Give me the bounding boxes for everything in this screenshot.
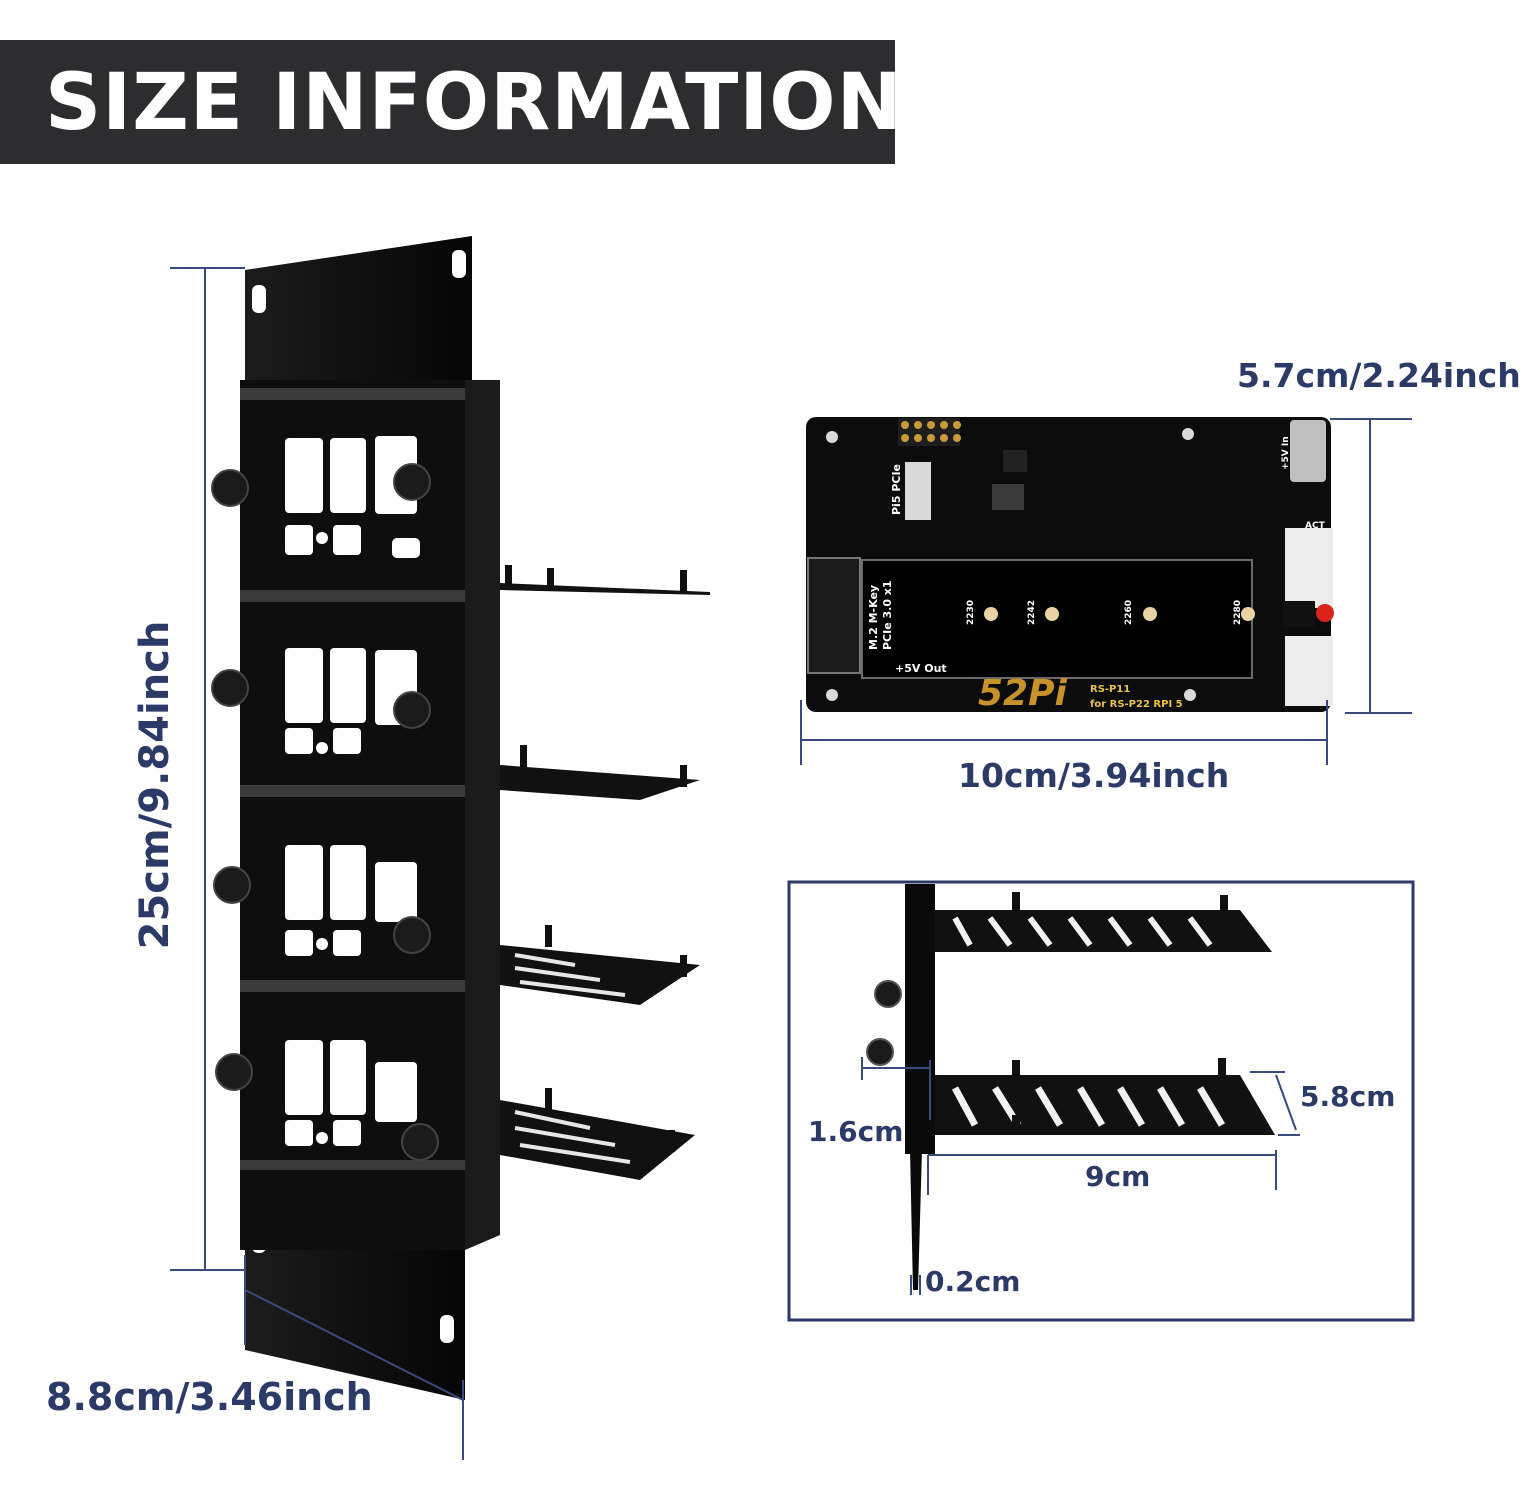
- board-width-label: 10cm/3.94inch: [958, 756, 1230, 795]
- rack-dimension-lines: [170, 267, 464, 1460]
- pcb-silkscreen: 52Pi RS-P11 for RS-P22 RPI 5 +5V Out M.2…: [867, 436, 1326, 714]
- shelf-2: [500, 765, 700, 800]
- mount-hole-icon: [826, 431, 838, 443]
- detail-frame: [787, 880, 1415, 1322]
- gpio-header: [898, 418, 961, 446]
- board-dimension-lines: [800, 418, 1412, 765]
- inductor: [992, 484, 1024, 510]
- jst-connector: [1285, 636, 1333, 706]
- header-banner: [0, 40, 895, 164]
- detail-box: [787, 880, 1415, 1322]
- bracket-top-ear: [245, 236, 472, 395]
- screw-icon: [393, 691, 431, 729]
- m2-card-area: [861, 559, 1253, 679]
- board-height-label: 5.7cm/2.24inch: [1237, 356, 1521, 395]
- pcie-ffc-connector: [905, 462, 931, 520]
- detail-lower-shelf: [935, 1075, 1275, 1135]
- detail-plate-edge: [910, 1150, 922, 1290]
- pcb-size-2260: 2260: [1124, 600, 1134, 625]
- standoff-hole-2280-icon: [1241, 607, 1255, 621]
- standoff-hole-2230-icon: [984, 607, 998, 621]
- standoff-hole-2242-icon: [1045, 607, 1059, 621]
- standoff-hole-2260-icon: [1143, 607, 1157, 621]
- detail-upper-shelf: [935, 910, 1272, 952]
- pcb-size-2280: 2280: [1233, 600, 1243, 625]
- screw-icon: [393, 463, 431, 501]
- shelf-width-label: 5.8cm: [1300, 1080, 1396, 1113]
- mount-hole-icon: [1182, 428, 1194, 440]
- pcb-act: ACT: [1305, 521, 1326, 531]
- ear-slot-icon: [440, 1315, 454, 1343]
- pcb-size-2242: 2242: [1027, 600, 1037, 625]
- usb-c-port: [1290, 420, 1326, 482]
- screw-icon: [874, 980, 902, 1008]
- pcb-slot-label: M.2 M-Key: [867, 585, 880, 650]
- shelf-length-label: 9cm: [1085, 1160, 1151, 1193]
- pcb-size-2230: 2230: [966, 600, 976, 625]
- shelf-gap-label: 1.6cm: [808, 1115, 904, 1148]
- pcb-compat: for RS-P22 RPI 5: [1090, 699, 1183, 710]
- pcb-pcie-label: Pi5 PCIe: [890, 464, 903, 515]
- pcb-brand: 52Pi: [978, 673, 1067, 714]
- pcb-power-in: +5V In: [1281, 436, 1291, 470]
- screw-icon: [215, 1053, 253, 1091]
- pcb-power-out: +5V Out: [895, 662, 947, 675]
- screw-icon: [401, 1123, 439, 1161]
- pcb-slot-sub: PCIe 3.0 x1: [881, 580, 894, 650]
- bracket-side-rail: [465, 380, 500, 1250]
- pcb-model: RS-P11: [1090, 684, 1130, 695]
- screw-icon: [211, 469, 249, 507]
- screw-icon: [213, 866, 251, 904]
- bay-3-cutouts: [285, 845, 417, 956]
- ic-chip: [1003, 450, 1027, 472]
- rack-shelves: [500, 565, 710, 1180]
- ear-slot-icon: [252, 285, 266, 313]
- thumb-screws: [211, 463, 439, 1161]
- mount-hole-icon: [1184, 689, 1196, 701]
- shelf-3: [500, 945, 700, 1005]
- page-title: SIZE INFORMATION: [45, 58, 903, 148]
- plate-thickness-label: 0.2cm: [925, 1265, 1021, 1298]
- rack-height-label: 25cm/9.84inch: [132, 620, 178, 950]
- m2-slot: [807, 557, 861, 674]
- rack-bracket: [240, 236, 500, 1400]
- bracket-bottom-ear: [245, 1240, 465, 1400]
- mount-hole-icon: [826, 689, 838, 701]
- pcb-board: [806, 417, 1334, 712]
- bay-cutouts: [285, 436, 420, 1146]
- screw-icon: [866, 1038, 894, 1066]
- rack-width-label: 8.8cm/3.46inch: [46, 1375, 373, 1419]
- led-icon: [1316, 604, 1334, 622]
- bay-4-cutouts: [285, 1040, 417, 1146]
- jst-connector: [1285, 528, 1333, 608]
- shelf-1: [500, 583, 710, 595]
- ear-slot-icon: [452, 250, 466, 278]
- screw-icon: [393, 916, 431, 954]
- detail-dimension-lines: [861, 1057, 1300, 1295]
- bay-1-cutouts: [285, 436, 420, 558]
- screw-icon: [211, 669, 249, 707]
